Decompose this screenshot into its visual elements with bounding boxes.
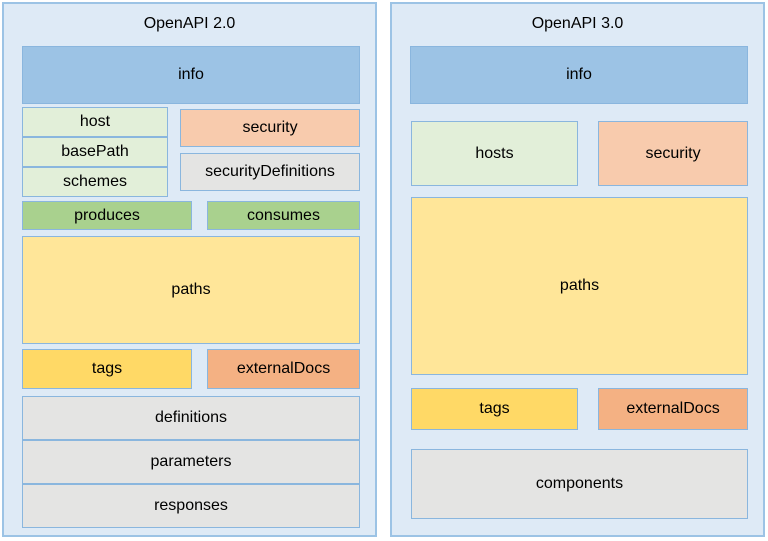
box-basepath: basePath [22,137,168,167]
box-security: security [598,121,748,186]
box-responses: responses [22,484,360,528]
box-definitions: definitions [22,396,360,440]
box-paths: paths [22,236,360,344]
box-hosts: hosts [411,121,578,186]
box-paths: paths [411,197,748,375]
box-schemes: schemes [22,167,168,197]
box-info: info [410,46,748,104]
panel-openapi-2: OpenAPI 2.0 info host basePath schemes s… [2,2,377,537]
panel-title-openapi-3: OpenAPI 3.0 [531,15,624,32]
box-host: host [22,107,168,137]
panel-title-openapi-2: OpenAPI 2.0 [143,15,236,32]
box-security: security [180,109,360,147]
box-security-definitions: securityDefinitions [180,153,360,191]
box-external-docs: externalDocs [207,349,360,389]
box-tags: tags [411,388,578,430]
box-produces: produces [22,201,192,230]
box-external-docs: externalDocs [598,388,748,430]
box-tags: tags [22,349,192,389]
panel-openapi-3: OpenAPI 3.0 info hosts security paths ta… [390,2,765,537]
box-parameters: parameters [22,440,360,484]
box-consumes: consumes [207,201,360,230]
box-info: info [22,46,360,104]
box-components: components [411,449,748,519]
